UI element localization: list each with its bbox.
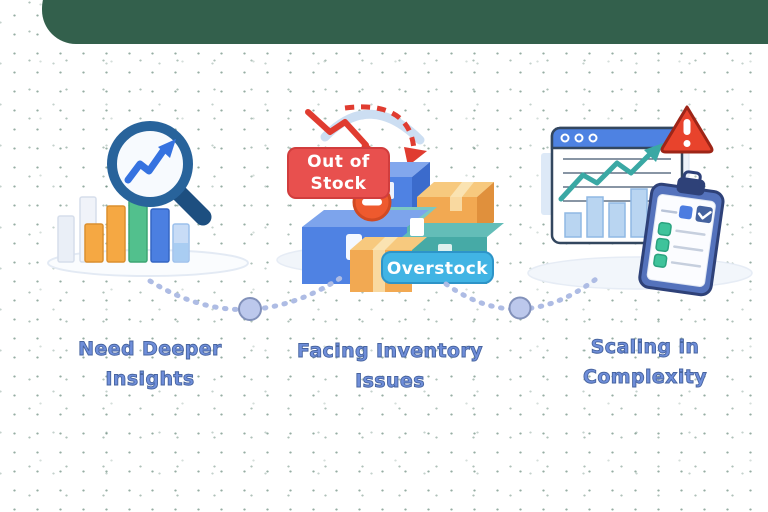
checklist — [653, 221, 706, 268]
trend-up-arrow-icon — [124, 139, 176, 184]
bar-chart-magnifier-illustration — [47, 121, 249, 277]
caption-line: Insights — [105, 368, 195, 391]
clipboard-icon — [638, 170, 725, 297]
analytics-window-illustration — [527, 105, 753, 297]
trend-up-arrow-icon — [558, 143, 663, 202]
caption-line: Scaling in — [590, 336, 700, 359]
connector-dot-left — [238, 297, 262, 321]
connector-dot-right — [508, 296, 532, 320]
caption-line: Issues — [355, 370, 425, 393]
overstock-badge: Overstock — [381, 251, 494, 284]
bar-chart-icon — [57, 196, 190, 263]
out-of-stock-line1: Out of — [307, 152, 370, 172]
caption-need-deeper-insights: Need Deeper Insights — [40, 334, 260, 394]
out-of-stock-badge: Out of Stock — [287, 147, 390, 199]
out-of-stock-line2: Stock — [310, 174, 367, 194]
caption-line: Complexity — [582, 366, 708, 389]
caption-scaling-in-complexity: Scaling in Complexity — [540, 332, 750, 392]
warning-triangle-icon — [660, 105, 714, 154]
top-green-bar — [42, 0, 768, 44]
caption-line: Facing Inventory — [297, 340, 483, 363]
window-dot — [588, 133, 598, 143]
caption-facing-inventory-issues: Facing Inventory Issues — [280, 336, 500, 396]
magnifier-icon — [107, 121, 212, 226]
window-dot — [574, 133, 584, 143]
check-icon — [697, 211, 712, 220]
window-dot — [560, 133, 570, 143]
caption-line: Need Deeper — [78, 338, 222, 361]
